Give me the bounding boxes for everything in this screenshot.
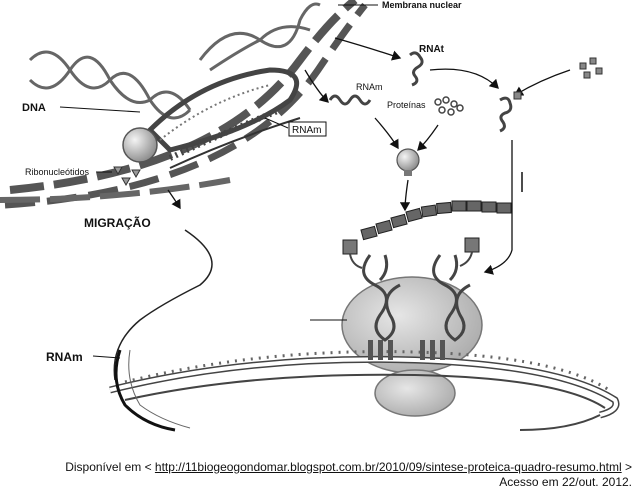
nuclear-membrane-outer — [9, 0, 358, 194]
rna-polymerase — [122, 127, 158, 163]
proteins-cluster — [434, 96, 464, 116]
label-migracao: MIGRAÇÃO — [84, 215, 151, 230]
transcription-bubble — [146, 67, 301, 169]
label-dna: DNA — [22, 102, 46, 114]
arrow-nucleus-to-rnam — [304, 69, 329, 103]
source-link[interactable]: http://11biogeogondomar.blogspot.com.br/… — [154, 460, 622, 474]
label-rnat: RNAt — [419, 44, 445, 55]
mrna-strand — [109, 350, 620, 419]
mrna-migration-path — [113, 229, 213, 381]
label-rnam-box: RNAm — [292, 125, 321, 136]
label-membrana-nuclear: Membrana nuclear — [382, 0, 462, 10]
caption-suffix: > — [621, 460, 632, 474]
polypeptide-chain — [360, 200, 512, 241]
label-ribonucleotidos: Ribonucleótidos — [25, 167, 90, 177]
protein-synthesis-diagram: Membrana nuclear RNAt RNAm Proteínas DNA… — [0, 0, 620, 432]
ribosome-small-subunit — [374, 369, 456, 417]
access-date: Acesso em 22/out. 2012. — [499, 475, 632, 489]
mrna-squiggle — [328, 94, 372, 106]
ribosome-assembly — [396, 148, 420, 176]
ribonucleotides — [113, 166, 141, 187]
codon-bars — [368, 340, 445, 360]
label-rnam-box-frame — [288, 121, 327, 137]
dna-helix — [28, 2, 321, 120]
trna-top — [409, 51, 424, 87]
trna-in-ribosome — [362, 254, 471, 342]
arrow-nucleus-to-rnat — [334, 37, 402, 61]
label-rnam-top: RNAm — [356, 82, 383, 92]
source-caption: Disponível em < http://11biogeogondomar.… — [0, 460, 632, 475]
charged-trna — [499, 91, 522, 133]
amino-acids — [579, 57, 603, 79]
caption-prefix: Disponível em < — [65, 460, 155, 474]
nuclear-membrane-inner — [4, 2, 368, 209]
label-rnam-left: RNAm — [46, 350, 83, 364]
label-proteinas: Proteínas — [387, 100, 426, 110]
arrow-migration — [167, 189, 181, 210]
